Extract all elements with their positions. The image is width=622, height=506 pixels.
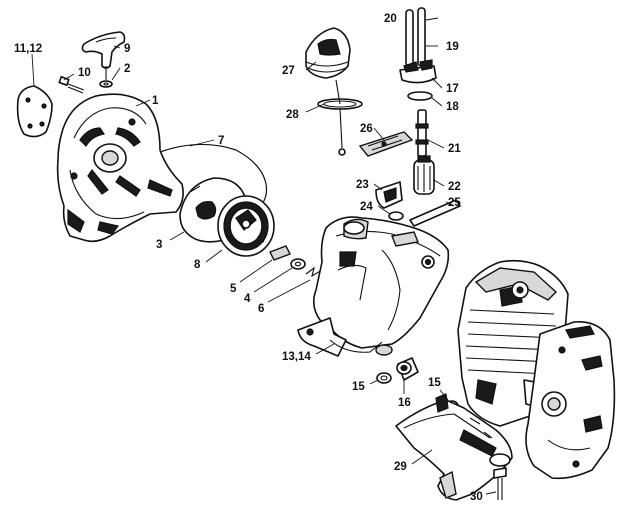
label-30: 30 <box>470 491 483 503</box>
leader-lines <box>31 17 497 495</box>
label-9: 9 <box>124 43 130 55</box>
label-2: 2 <box>124 63 130 75</box>
part-screw-30 <box>493 467 507 500</box>
part-guard-mount <box>395 393 513 501</box>
label-18: 18 <box>446 101 459 113</box>
part-screw-10 <box>58 76 85 94</box>
part-fuel-pickup <box>415 109 429 157</box>
label-1: 1 <box>152 95 159 107</box>
part-plate <box>16 85 53 138</box>
label-10: 10 <box>78 67 91 79</box>
label-28: 28 <box>286 109 299 121</box>
engine-crankcase <box>525 321 616 480</box>
part-cap-retainer <box>317 79 363 156</box>
part-washer-2 <box>99 80 113 88</box>
label-15-right: 15 <box>428 377 441 389</box>
part-spring-clip <box>305 266 323 278</box>
part-pawl <box>269 245 291 261</box>
part-starter-grip <box>81 31 126 80</box>
label-24: 24 <box>360 201 373 213</box>
label-19: 19 <box>446 41 459 53</box>
part-filter-plate <box>358 131 414 157</box>
label-20: 20 <box>384 13 397 25</box>
part-washer-4 <box>290 258 306 270</box>
part-tank-cap <box>305 27 351 79</box>
label-25: 25 <box>448 197 461 209</box>
label-13-14: 13,14 <box>282 351 311 363</box>
label-23: 23 <box>356 179 369 191</box>
label-11-12: 11,12 <box>14 43 42 55</box>
label-29: 29 <box>394 461 407 473</box>
part-labels: 11,12 10 9 2 1 7 3 8 5 4 6 27 28 26 20 1… <box>14 13 483 503</box>
part-pin <box>409 199 461 227</box>
part-fuel-hoses <box>405 7 426 67</box>
label-16: 16 <box>398 397 411 409</box>
label-8: 8 <box>194 259 201 271</box>
label-6: 6 <box>258 303 264 315</box>
label-21: 21 <box>448 143 461 155</box>
label-17: 17 <box>446 83 459 95</box>
part-o-ring <box>388 211 404 221</box>
part-fuel-filter <box>413 155 435 195</box>
label-26: 26 <box>360 123 373 135</box>
label-15-left: 15 <box>352 381 365 393</box>
label-3: 3 <box>156 239 162 251</box>
part-grommet <box>407 91 433 101</box>
part-grommet-15a <box>376 372 392 384</box>
part-sleeve <box>396 357 419 381</box>
label-4: 4 <box>244 293 251 305</box>
part-fuel-tank <box>297 216 450 357</box>
label-27: 27 <box>282 65 295 77</box>
part-valve <box>375 181 403 209</box>
label-7: 7 <box>218 135 224 147</box>
part-tank-vent <box>399 59 437 84</box>
part-fan-housing <box>56 93 184 243</box>
part-rope-rotor <box>217 195 275 257</box>
label-22: 22 <box>448 181 461 193</box>
label-5: 5 <box>230 283 237 295</box>
